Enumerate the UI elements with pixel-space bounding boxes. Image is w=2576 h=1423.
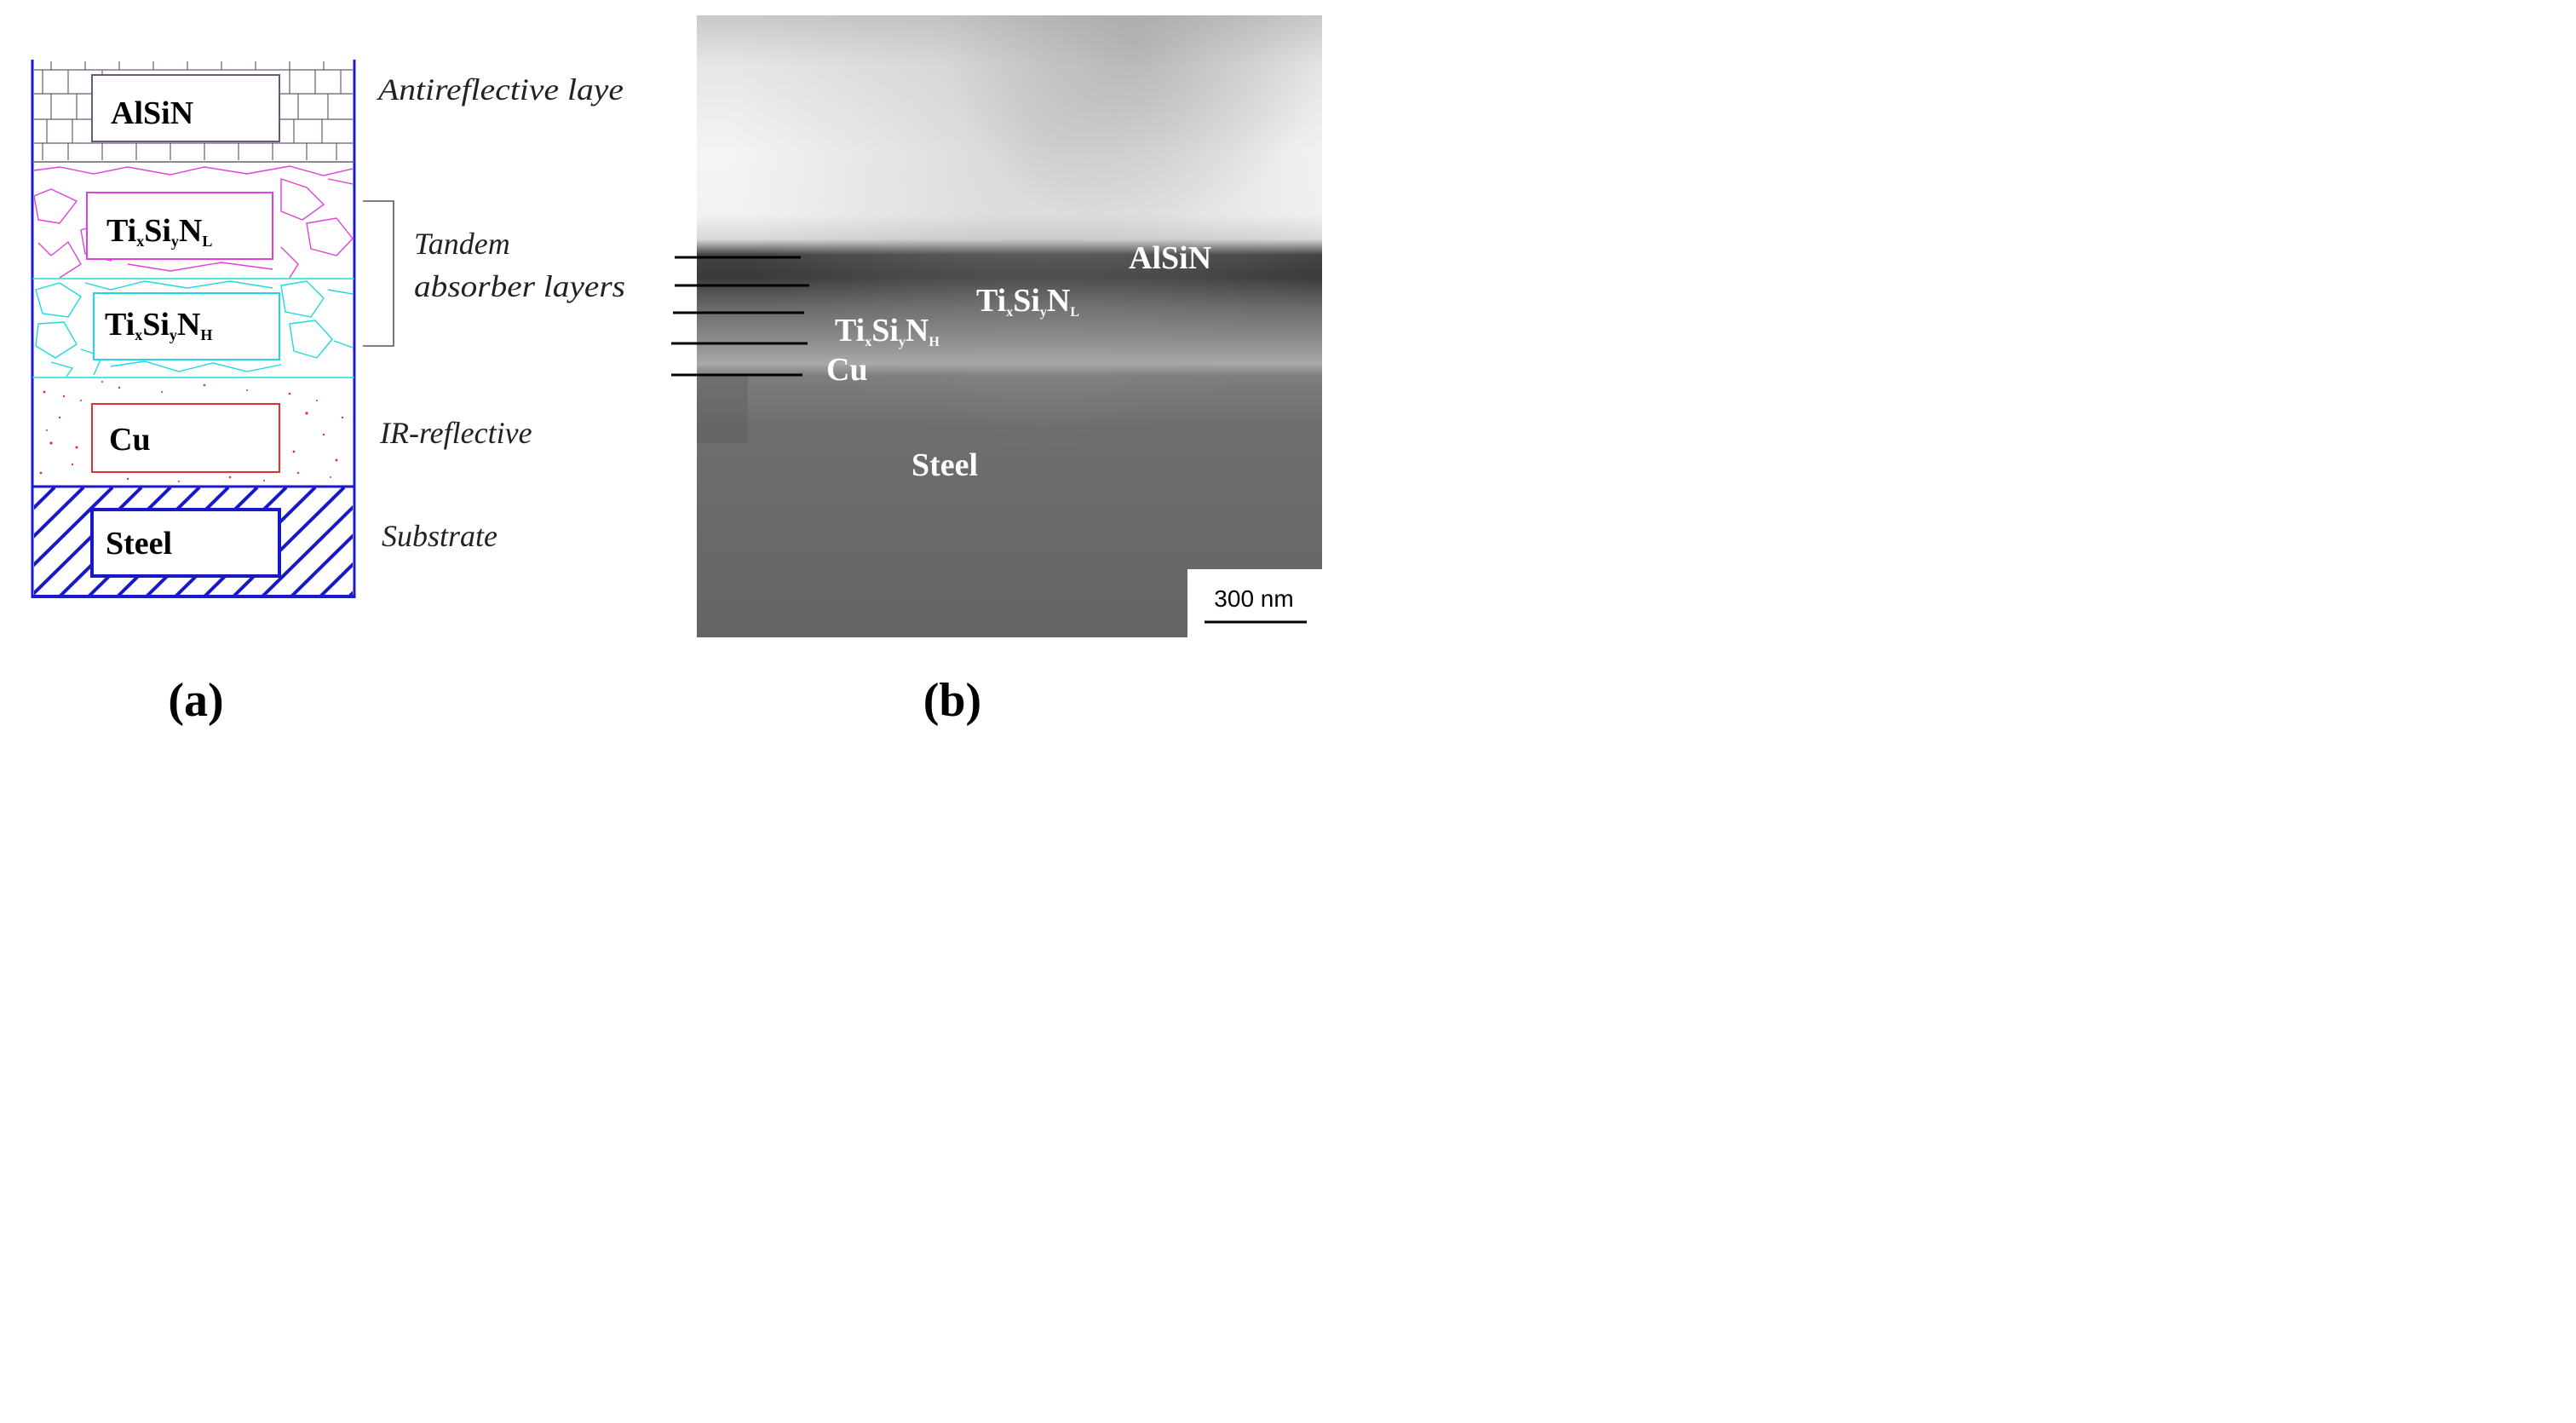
tandem-bracket <box>363 200 394 347</box>
sem-steel-label: Steel <box>911 447 978 483</box>
figure: AlSiN TixSiyNL TixSiyNH Cu Steel Antiref… <box>0 15 1322 727</box>
alsin-layer <box>34 61 353 160</box>
steel-hatch-line <box>34 487 56 510</box>
scale-bar-label: 300 nm <box>1214 585 1293 612</box>
steel-hatch-line <box>34 487 114 567</box>
tisin-l-label: TixSiyNL <box>106 213 212 250</box>
antireflective-annotation: Antireflective laye <box>377 72 624 107</box>
steel-hatch-line <box>319 562 353 596</box>
tisin-l-layer <box>34 164 353 278</box>
tisin-h-layer <box>34 279 353 377</box>
steel-hatch-line <box>34 487 143 596</box>
ir-reflective-annotation: IR-reflective <box>379 416 532 450</box>
steel-layer <box>0 487 353 596</box>
panel-a: AlSiN TixSiyNL TixSiyNH Cu Steel Antiref… <box>0 60 625 727</box>
panel-b-label: (b) <box>923 674 981 727</box>
substrate-annotation: Substrate <box>382 519 497 553</box>
scale-bar-box <box>1187 569 1322 637</box>
panel-a-label: (a) <box>168 674 223 727</box>
cu-label: Cu <box>109 422 151 458</box>
sem-image: 300 nm <box>697 15 1322 637</box>
steel-hatch-line <box>290 533 353 596</box>
sem-tisin-l-label: TixSiyNL <box>976 283 1079 320</box>
tisin-h-label: TixSiyNH <box>105 307 212 343</box>
steel-hatch-line <box>34 487 85 539</box>
layer-frame <box>31 60 356 598</box>
sem-alsin-label: AlSiN <box>1129 240 1211 276</box>
steel-label: Steel <box>106 526 172 562</box>
tandem-annotation-line2: absorber layers <box>414 269 625 303</box>
sem-tisin-h-label: TixSiyNH <box>835 313 940 349</box>
steel-hatch-line <box>0 487 26 596</box>
panel-b: 300 nm AlSiN TixSiyNL TixSiyNH Cu Steel … <box>671 15 1322 727</box>
sem-cu-label: Cu <box>826 352 868 388</box>
alsin-label: AlSiN <box>111 95 193 131</box>
tandem-annotation-line1: Tandem <box>414 227 510 261</box>
cu-layer <box>34 378 353 486</box>
interface-lines <box>671 256 809 377</box>
steel-hatch-line <box>261 504 353 596</box>
steel-hatch-line <box>232 487 346 596</box>
